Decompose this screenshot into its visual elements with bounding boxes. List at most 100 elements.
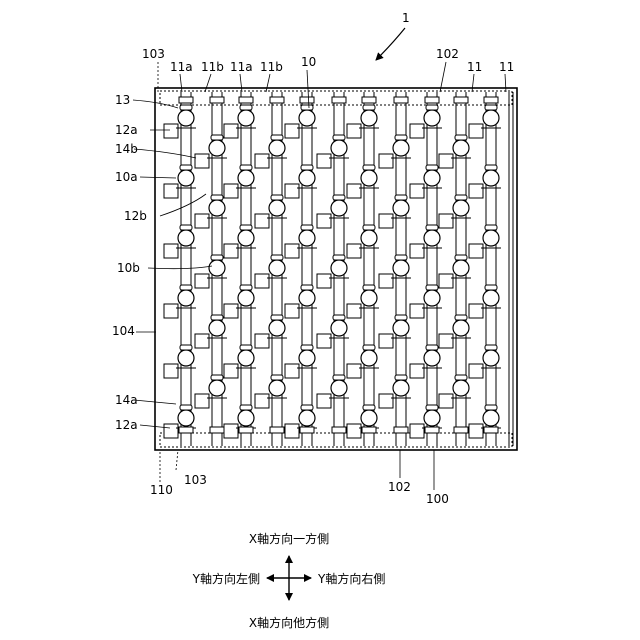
- battery-cell: [453, 260, 469, 276]
- cell-terminal: [211, 195, 223, 200]
- bus-tab: [210, 97, 224, 103]
- battery-cell: [393, 200, 409, 216]
- cell-terminal: [426, 405, 438, 410]
- cell-terminal: [485, 105, 497, 110]
- spacer-block: [255, 394, 269, 408]
- bus-tab: [300, 427, 314, 433]
- battery-cell: [331, 200, 347, 216]
- cell-terminal: [395, 375, 407, 380]
- cell-terminal: [363, 285, 375, 290]
- bus-tab: [454, 97, 468, 103]
- cell-terminal: [333, 315, 345, 320]
- spacer-block: [255, 214, 269, 228]
- battery-cell: [178, 350, 194, 366]
- cell-terminal: [180, 165, 192, 170]
- cell-terminal: [363, 165, 375, 170]
- cell-terminal: [240, 225, 252, 230]
- battery-cell: [209, 260, 225, 276]
- label-left-10a: 10a: [115, 170, 138, 184]
- cell-terminal: [271, 255, 283, 260]
- cell-terminal: [363, 345, 375, 350]
- battery-cell: [453, 140, 469, 156]
- battery-cell: [269, 140, 285, 156]
- bus-tab: [300, 97, 314, 103]
- spacer-block: [224, 424, 238, 438]
- direction-x-other-side: X軸方向他方側: [249, 615, 329, 630]
- bus-tab: [179, 427, 193, 433]
- ref-label-1: 1: [402, 11, 410, 25]
- label-top-11a-2: 11a: [230, 60, 253, 74]
- spacer-block: [379, 394, 393, 408]
- label-bottom-100: 100: [426, 492, 449, 506]
- cell-terminal: [240, 285, 252, 290]
- cell-terminal: [333, 195, 345, 200]
- spacer-block: [317, 274, 331, 288]
- battery-cell: [424, 350, 440, 366]
- bus-tab: [179, 97, 193, 103]
- battery-cell: [209, 140, 225, 156]
- cell-terminal: [363, 405, 375, 410]
- spacer-block: [285, 244, 299, 258]
- bus-tab: [484, 97, 498, 103]
- spacer-block: [164, 424, 178, 438]
- cell-terminal: [426, 165, 438, 170]
- cell-terminal: [271, 135, 283, 140]
- direction-indicator: [267, 556, 311, 600]
- bus-tab: [332, 97, 346, 103]
- cell-terminal: [301, 105, 313, 110]
- label-top-11b-2: 11b: [260, 60, 283, 74]
- spacer-block: [469, 244, 483, 258]
- bus-tab: [239, 427, 253, 433]
- label-top-103: 103: [142, 47, 165, 61]
- spacer-block: [195, 274, 209, 288]
- spacer-block: [439, 154, 453, 168]
- label-top-102: 102: [436, 47, 459, 61]
- label-left-12a-top: 12a: [115, 123, 138, 137]
- label-top-11-2: 11: [499, 60, 514, 74]
- cell-terminal: [180, 345, 192, 350]
- label-left-104: 104: [112, 324, 135, 338]
- battery-cell: [393, 260, 409, 276]
- spacer-block: [410, 304, 424, 318]
- battery-cell: [424, 170, 440, 186]
- spacer-block: [410, 124, 424, 138]
- cell-terminal: [426, 105, 438, 110]
- spacer-block: [469, 364, 483, 378]
- cell-terminal: [485, 165, 497, 170]
- cell-terminal: [271, 315, 283, 320]
- battery-cell: [238, 230, 254, 246]
- battery-cell: [209, 320, 225, 336]
- cell-terminal: [455, 135, 467, 140]
- cell-terminal: [180, 285, 192, 290]
- label-top-11b-1: 11b: [201, 60, 224, 74]
- spacer-block: [379, 274, 393, 288]
- label-top-11-1: 11: [467, 60, 482, 74]
- battery-cell: [483, 170, 499, 186]
- spacer-block: [224, 124, 238, 138]
- spacer-block: [224, 304, 238, 318]
- label-top-11a-1: 11a: [170, 60, 193, 74]
- cell-terminal: [426, 285, 438, 290]
- battery-cell: [361, 410, 377, 426]
- spacer-block: [410, 244, 424, 258]
- spacer-block: [164, 244, 178, 258]
- cell-terminal: [333, 135, 345, 140]
- battery-cell: [299, 170, 315, 186]
- spacer-block: [469, 424, 483, 438]
- bus-tab: [332, 427, 346, 433]
- cell-terminal: [211, 135, 223, 140]
- cell-terminal: [485, 345, 497, 350]
- battery-cell: [424, 110, 440, 126]
- battery-cell: [424, 290, 440, 306]
- battery-cell: [269, 380, 285, 396]
- cell-terminal: [426, 345, 438, 350]
- cell-terminal: [301, 225, 313, 230]
- cell-terminal: [301, 165, 313, 170]
- cell-terminal: [240, 105, 252, 110]
- cell-terminal: [485, 285, 497, 290]
- battery-cell: [269, 200, 285, 216]
- cell-terminal: [455, 195, 467, 200]
- label-left-12b: 12b: [124, 209, 147, 223]
- bus-tab: [239, 97, 253, 103]
- cell-terminal: [333, 375, 345, 380]
